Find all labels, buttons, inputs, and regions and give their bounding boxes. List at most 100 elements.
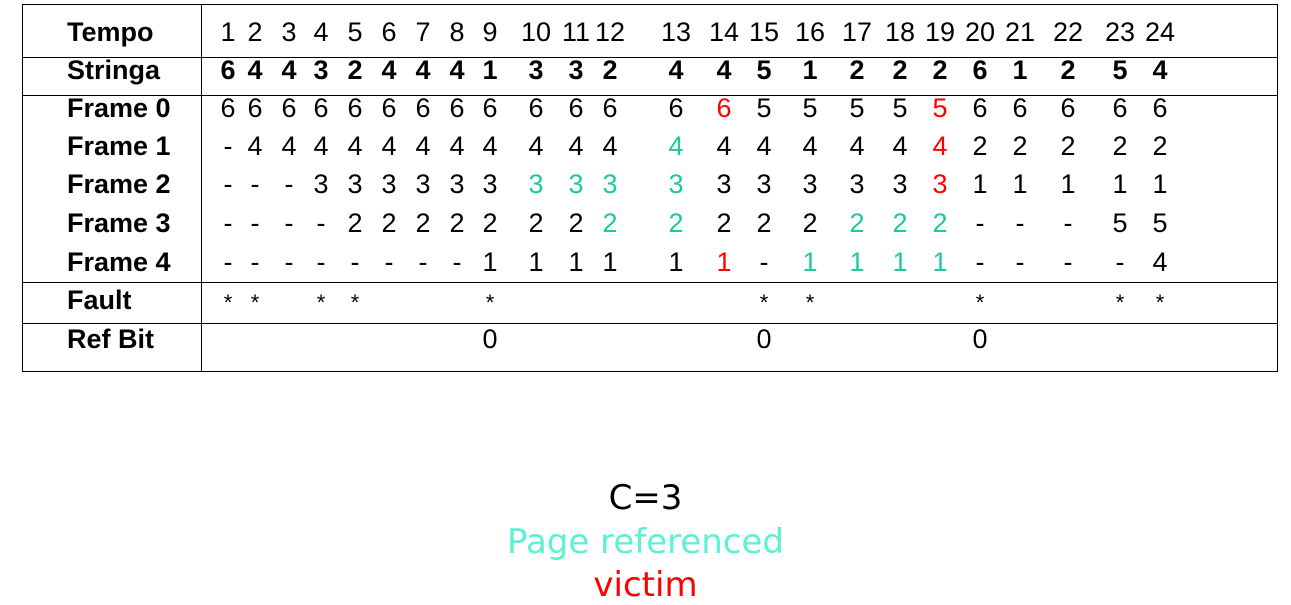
cell-frame0-t5: 6 — [347, 93, 363, 123]
cell-frame4-t2: - — [250, 247, 260, 277]
cell-frame1-t12: 4 — [602, 131, 618, 161]
cell-frame4-t13: 1 — [668, 247, 684, 277]
cell-frame3-t13: 2 — [668, 208, 684, 238]
cell-frame1-t4: 4 — [313, 131, 329, 161]
cell-frame3-t16: 2 — [802, 208, 818, 238]
cell-tempo-t2: 2 — [247, 17, 263, 47]
cell-frame0-t6: 6 — [381, 93, 397, 123]
legend-capacity: C=3 — [608, 478, 683, 518]
cell-frame4-t1: - — [223, 247, 233, 277]
cell-frame0-t2: 6 — [247, 93, 263, 123]
cell-frame3-t19: 2 — [932, 208, 948, 238]
cell-frame1-t20: 2 — [972, 131, 988, 161]
cell-frame0-t23: 6 — [1112, 93, 1128, 123]
cell-tempo-t5: 5 — [347, 17, 363, 47]
cell-frame1-t13: 4 — [668, 131, 684, 161]
cell-frame1-t15: 4 — [756, 131, 772, 161]
cell-frame1-t19: 4 — [932, 131, 948, 161]
cell-frame2-t8: 3 — [449, 169, 465, 199]
cell-stringa-t23: 5 — [1112, 55, 1128, 85]
cell-frame4-t11: 1 — [568, 247, 584, 277]
cell-frame4-t21: - — [1015, 247, 1025, 277]
cell-frame4-t12: 1 — [602, 247, 618, 277]
cell-frame3-t12: 2 — [602, 208, 618, 238]
cell-frame1-t24: 2 — [1152, 131, 1168, 161]
cell-frame3-t15: 2 — [756, 208, 772, 238]
cell-frame2-t22: 1 — [1060, 169, 1076, 199]
cell-tempo-t13: 13 — [660, 17, 692, 47]
cell-frame3-t4: - — [316, 208, 326, 238]
cell-frame3-t6: 2 — [381, 208, 397, 238]
cell-frame2-t10: 3 — [528, 169, 544, 199]
cell-frame2-t13: 3 — [668, 169, 684, 199]
cell-frame1-t17: 4 — [849, 131, 865, 161]
row-label-frame3: Frame 3 — [67, 208, 171, 238]
cell-frame3-t3: - — [284, 208, 294, 238]
cell-tempo-t20: 20 — [964, 17, 996, 47]
cell-frame1-t2: 4 — [247, 131, 263, 161]
cell-fault-t5: * — [350, 290, 360, 315]
cell-frame1-t16: 4 — [802, 131, 818, 161]
cell-fault-t15: * — [759, 290, 769, 315]
row-divider-frames — [22, 282, 1278, 283]
cell-tempo-t3: 3 — [281, 17, 297, 47]
cell-frame0-t19: 5 — [932, 93, 948, 123]
cell-stringa-t2: 4 — [247, 55, 263, 85]
cell-frame4-t10: 1 — [528, 247, 544, 277]
cell-frame0-t3: 6 — [281, 93, 297, 123]
cell-frame2-t21: 1 — [1012, 169, 1028, 199]
legend-victim: victim — [593, 565, 698, 605]
cell-fault-t20: * — [975, 290, 985, 315]
cell-fault-t4: * — [316, 290, 326, 315]
cell-frame0-t22: 6 — [1060, 93, 1076, 123]
cell-frame2-t18: 3 — [892, 169, 908, 199]
cell-tempo-t4: 4 — [313, 17, 329, 47]
row-label-frame4: Frame 4 — [67, 247, 171, 277]
cell-stringa-t20: 6 — [972, 55, 988, 85]
cell-tempo-t21: 21 — [1004, 17, 1036, 47]
cell-tempo-t10: 10 — [520, 17, 552, 47]
cell-frame0-t7: 6 — [415, 93, 431, 123]
row-divider-fault — [22, 323, 1278, 324]
cell-stringa-t12: 2 — [602, 55, 618, 85]
cell-fault-t24: * — [1155, 290, 1165, 315]
cell-frame0-t20: 6 — [972, 93, 988, 123]
cell-frame1-t1: - — [223, 131, 233, 161]
cell-tempo-t17: 17 — [841, 17, 873, 47]
cell-frame2-t3: - — [284, 169, 294, 199]
cell-frame2-t12: 3 — [602, 169, 618, 199]
cell-frame0-t1: 6 — [220, 93, 236, 123]
cell-frame4-t7: - — [418, 247, 428, 277]
cell-frame2-t11: 3 — [568, 169, 584, 199]
cell-frame3-t17: 2 — [849, 208, 865, 238]
cell-tempo-t19: 19 — [924, 17, 956, 47]
cell-frame2-t7: 3 — [415, 169, 431, 199]
cell-frame3-t14: 2 — [716, 208, 732, 238]
row-label-refbit: Ref Bit — [67, 324, 154, 354]
cell-frame0-t15: 5 — [756, 93, 772, 123]
cell-frame2-t16: 3 — [802, 169, 818, 199]
cell-frame4-t15: - — [759, 247, 769, 277]
row-label-tempo: Tempo — [67, 17, 154, 47]
cell-frame0-t13: 6 — [668, 93, 684, 123]
cell-frame1-t5: 4 — [347, 131, 363, 161]
cell-tempo-t24: 24 — [1144, 17, 1176, 47]
cell-frame0-t14: 6 — [716, 93, 732, 123]
cell-frame2-t14: 3 — [716, 169, 732, 199]
cell-tempo-t11: 11 — [561, 17, 591, 47]
cell-frame1-t14: 4 — [716, 131, 732, 161]
cell-frame3-t20: - — [975, 208, 985, 238]
cell-frame3-t8: 2 — [449, 208, 465, 238]
cell-frame3-t24: 5 — [1152, 208, 1168, 238]
cell-frame2-t20: 1 — [972, 169, 988, 199]
cell-frame3-t21: - — [1015, 208, 1025, 238]
cell-stringa-t8: 4 — [449, 55, 465, 85]
cell-frame4-t5: - — [350, 247, 360, 277]
cell-frame4-t3: - — [284, 247, 294, 277]
cell-frame4-t18: 1 — [892, 247, 908, 277]
cell-tempo-t14: 14 — [708, 17, 740, 47]
cell-frame2-t15: 3 — [756, 169, 772, 199]
row-label-frame1: Frame 1 — [67, 131, 171, 161]
cell-stringa-t15: 5 — [756, 55, 772, 85]
